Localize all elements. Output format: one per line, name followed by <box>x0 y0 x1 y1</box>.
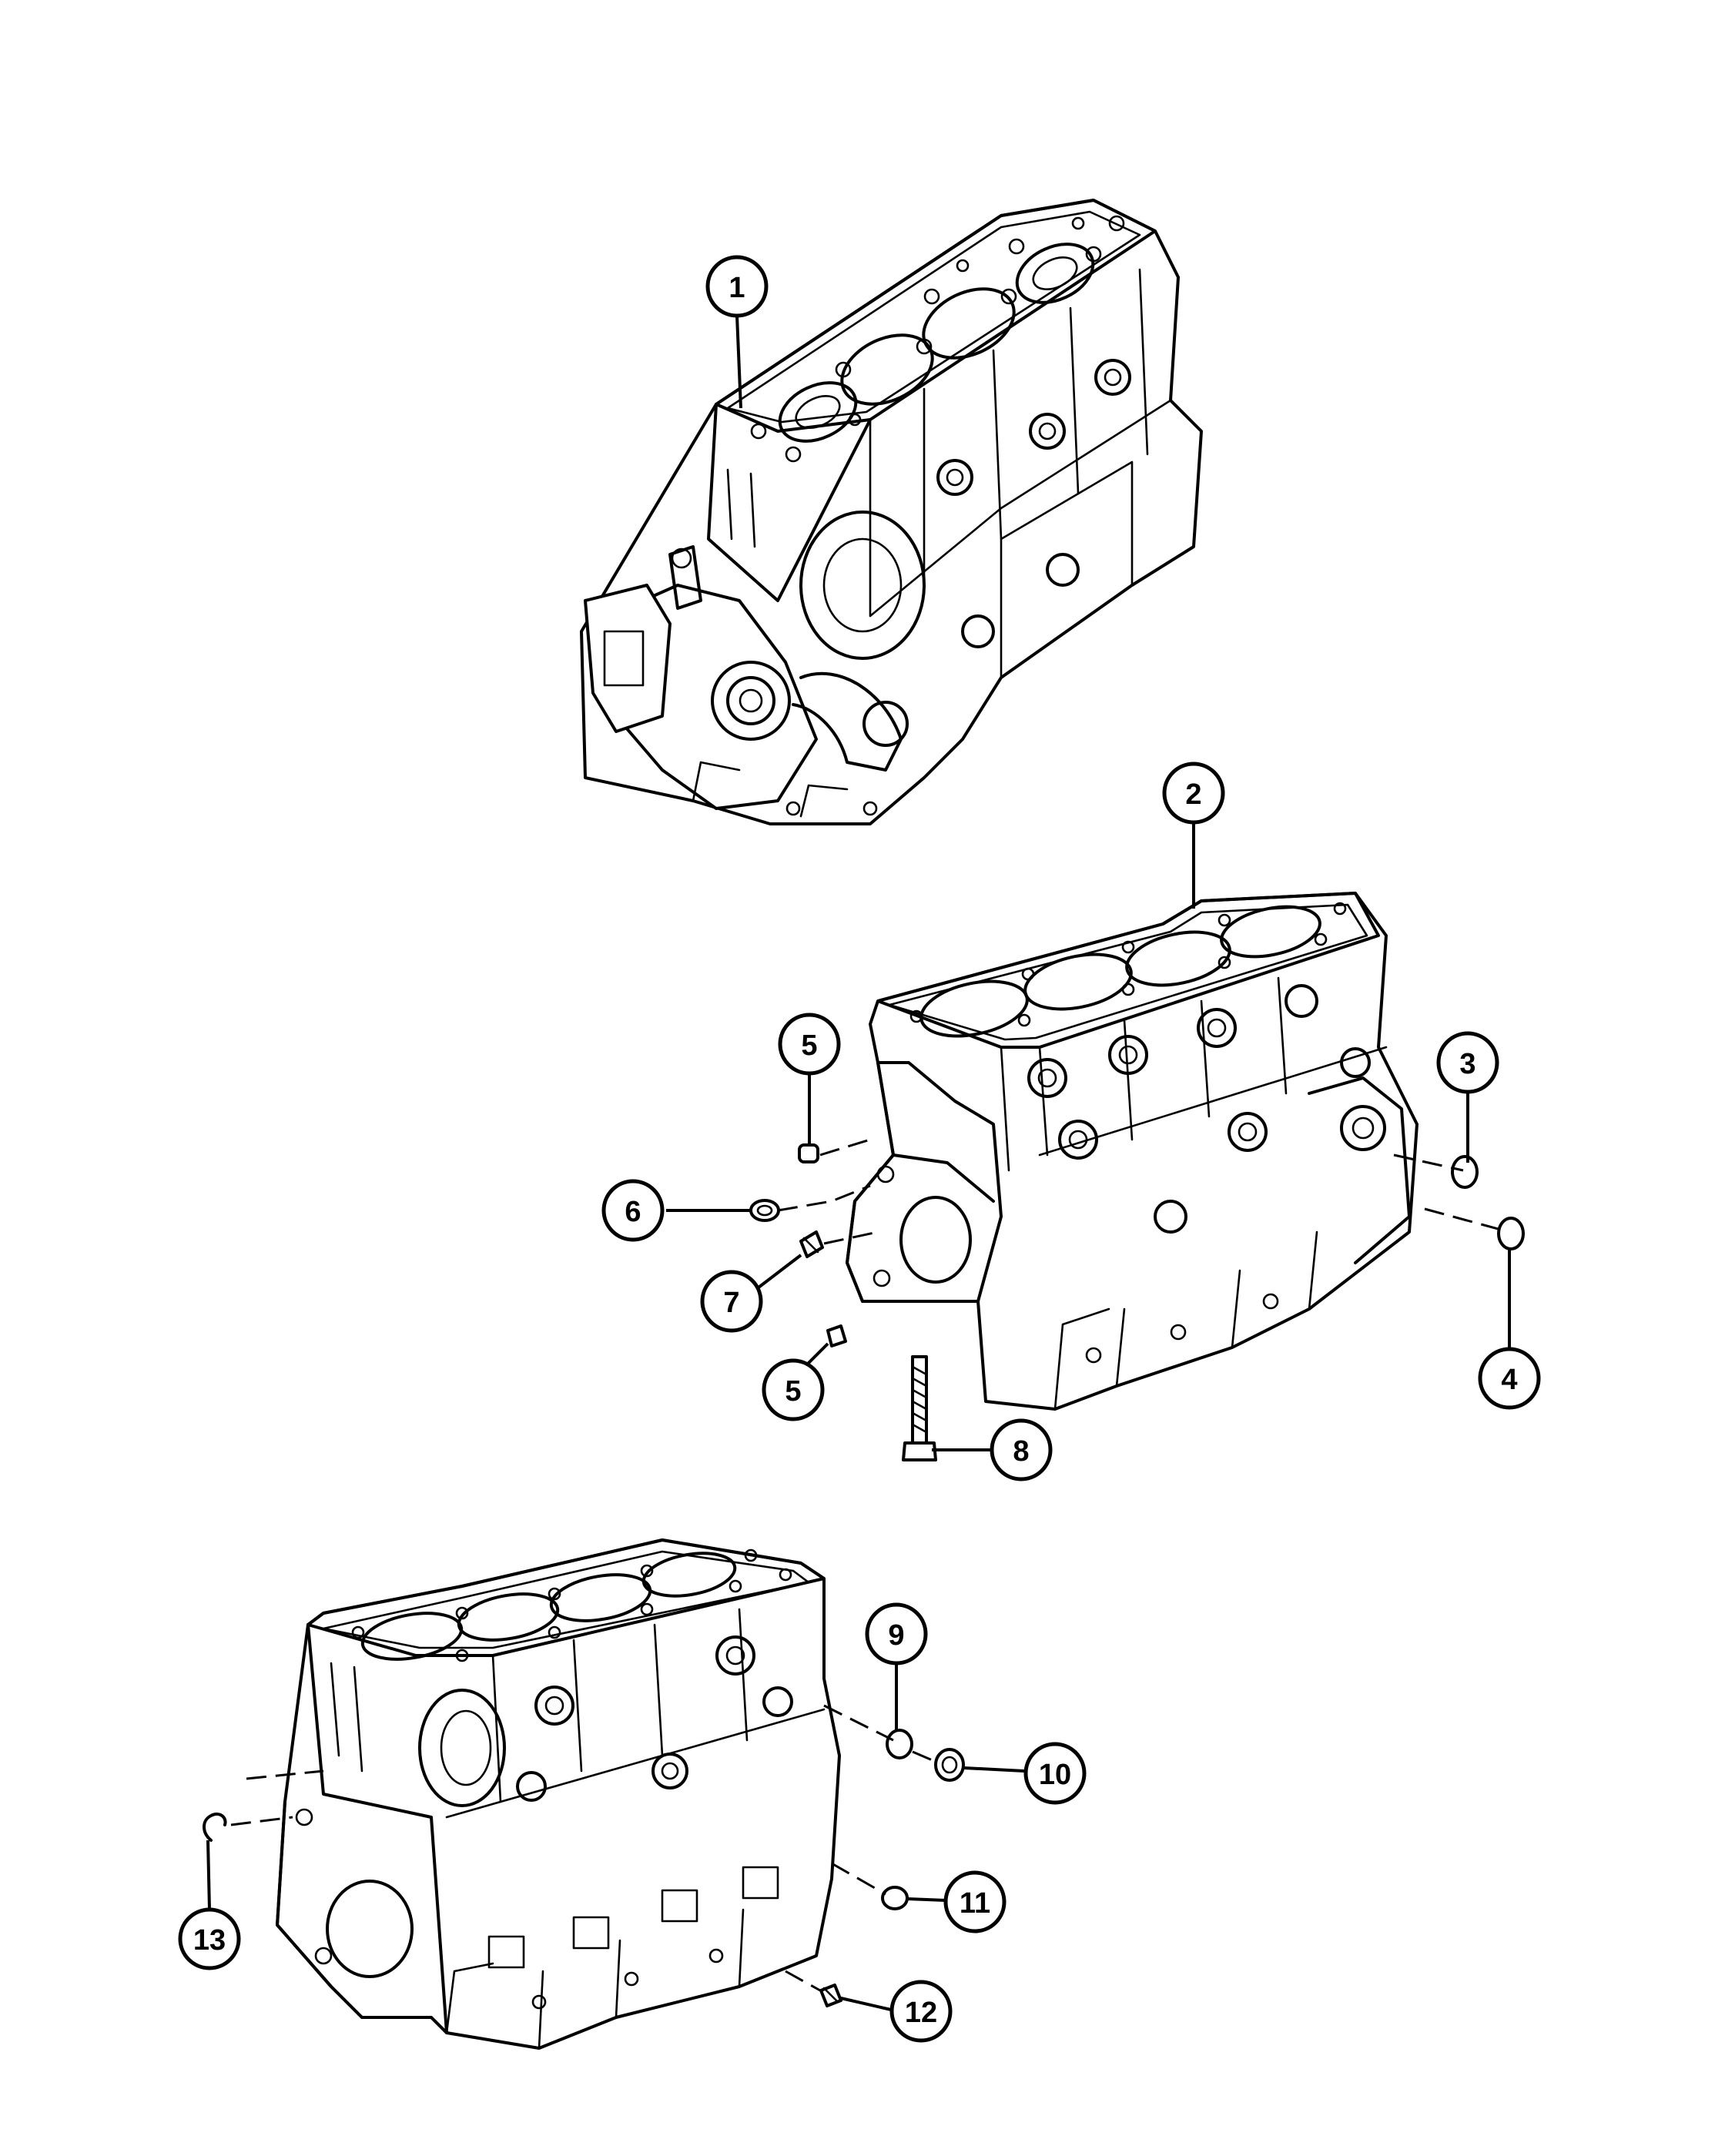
callout-3: 3 <box>1436 1031 1499 1094</box>
plug-part-4 <box>1497 1217 1525 1250</box>
dowel-part-5-upper <box>798 1143 819 1163</box>
callout-7: 7 <box>700 1270 763 1333</box>
callout-6: 6 <box>601 1179 665 1242</box>
cylinder-block-front-view <box>846 892 1419 1411</box>
callout-9-label: 9 <box>888 1619 904 1652</box>
short-block-assembly <box>580 199 1203 825</box>
callout-9: 9 <box>865 1602 928 1666</box>
callout-3-label: 3 <box>1459 1048 1475 1080</box>
callout-2-label: 2 <box>1185 778 1201 811</box>
plug-part-12 <box>819 1984 842 2007</box>
callout-10-label: 10 <box>1039 1759 1071 1791</box>
callout-11-label: 11 <box>960 1887 990 1920</box>
seal-ring-part-11 <box>881 1886 909 1910</box>
callout-1-label: 1 <box>729 272 745 304</box>
callout-5-upper-label: 5 <box>801 1029 817 1062</box>
callout-5-lower-label: 5 <box>785 1375 801 1408</box>
callout-5-lower: 5 <box>762 1358 825 1421</box>
bolt-part-8 <box>902 1355 937 1461</box>
plug-part-10 <box>934 1748 965 1782</box>
leader-lines <box>206 315 1511 2011</box>
callout-1: 1 <box>705 255 769 318</box>
callout-5-upper: 5 <box>778 1013 841 1076</box>
callout-7-label: 7 <box>723 1287 739 1319</box>
plug-part-7 <box>799 1230 824 1258</box>
callout-12-label: 12 <box>905 1997 937 2029</box>
callout-2: 2 <box>1162 762 1225 825</box>
plug-part-13 <box>203 1812 227 1842</box>
plug-part-3 <box>1451 1155 1479 1189</box>
callout-8-label: 8 <box>1013 1435 1029 1468</box>
callout-11: 11 <box>943 1870 1007 1933</box>
callout-12: 12 <box>889 1980 953 2043</box>
callout-13: 13 <box>178 1907 241 1970</box>
seal-ring-part-9 <box>886 1729 913 1759</box>
callout-13-label: 13 <box>193 1924 226 1957</box>
callout-8: 8 <box>990 1418 1053 1481</box>
cylinder-block-rear-view <box>276 1538 841 2050</box>
callout-4-label: 4 <box>1501 1364 1517 1396</box>
callout-10: 10 <box>1023 1742 1087 1805</box>
dowel-part-5-lower <box>826 1324 847 1348</box>
callout-4: 4 <box>1478 1347 1541 1410</box>
seal-part-6 <box>749 1199 780 1222</box>
callout-6-label: 6 <box>625 1196 641 1228</box>
